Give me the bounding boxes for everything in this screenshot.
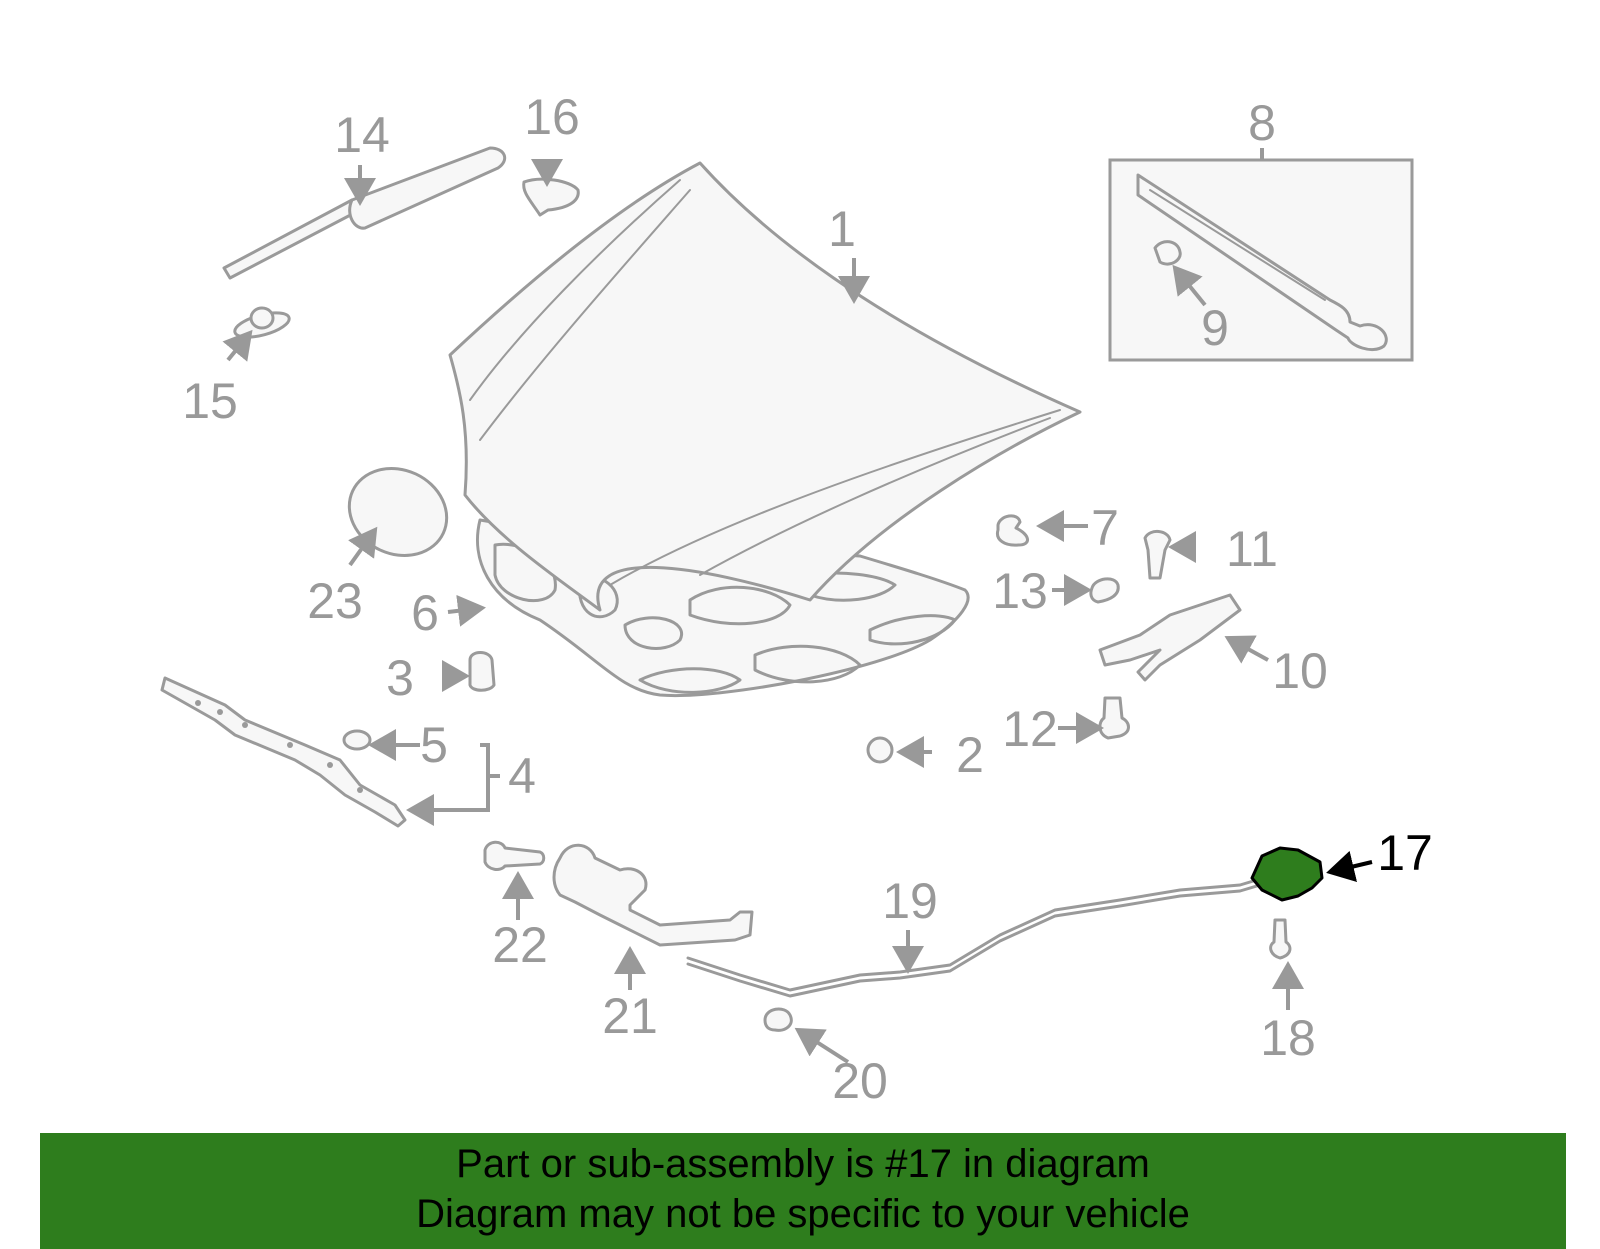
- label-20: 20: [832, 1053, 888, 1109]
- label-2: 2: [956, 727, 984, 783]
- label-3: 3: [386, 650, 414, 706]
- lock-bolt: [483, 840, 546, 871]
- notice-banner: Part or sub-assembly is #17 in diagram D…: [40, 1133, 1566, 1249]
- hinge-bolt: [1143, 530, 1172, 580]
- insulator-pad: [347, 466, 449, 558]
- callout-arrows: [222, 148, 1373, 1064]
- cable-grommet: [763, 1007, 793, 1032]
- ball-stud-upper: [233, 306, 291, 339]
- latch-bolt: [1269, 918, 1292, 960]
- hood: [448, 161, 1082, 612]
- retainer-clip: [995, 514, 1029, 547]
- plug: [866, 736, 894, 764]
- label-21: 21: [602, 988, 658, 1044]
- stop-cushion: [468, 651, 496, 692]
- hood-seal: [160, 676, 407, 828]
- label-8: 8: [1248, 95, 1276, 151]
- release-cable: [686, 874, 1272, 998]
- label-18: 18: [1260, 1010, 1316, 1066]
- label-23: 23: [307, 573, 363, 629]
- label-7: 7: [1091, 500, 1119, 556]
- notice-line-2: Diagram may not be specific to your vehi…: [416, 1192, 1190, 1236]
- label-10: 10: [1272, 643, 1328, 699]
- bolt: [1098, 696, 1130, 740]
- label-13: 13: [992, 563, 1048, 619]
- hood-latch: [1250, 846, 1324, 902]
- label-4: 4: [508, 748, 536, 804]
- label-16: 16: [524, 89, 580, 145]
- notice-line-1: Part or sub-assembly is #17 in diagram: [456, 1142, 1150, 1186]
- hood-bumper: [522, 177, 580, 217]
- hood-lift-support-kit: [1108, 158, 1414, 362]
- release-handle: [552, 843, 754, 947]
- label-22: 22: [492, 917, 548, 973]
- label-17: 17: [1377, 825, 1433, 881]
- label-14: 14: [334, 107, 390, 163]
- label-5: 5: [420, 717, 448, 773]
- label-6: 6: [411, 585, 439, 641]
- label-15: 15: [182, 373, 238, 429]
- label-12: 12: [1002, 701, 1058, 757]
- hood-hinge: [1098, 593, 1242, 682]
- label-19: 19: [882, 873, 938, 929]
- parts-diagram: 1 2 3 4 5 6 7 8 9 10 11 12 13 14 15 16 1…: [160, 89, 1433, 1109]
- hood-support-strut: [222, 146, 507, 280]
- label-1: 1: [828, 201, 856, 257]
- label-11: 11: [1226, 521, 1278, 577]
- hood-stopper: [1089, 577, 1120, 604]
- label-9: 9: [1201, 300, 1229, 356]
